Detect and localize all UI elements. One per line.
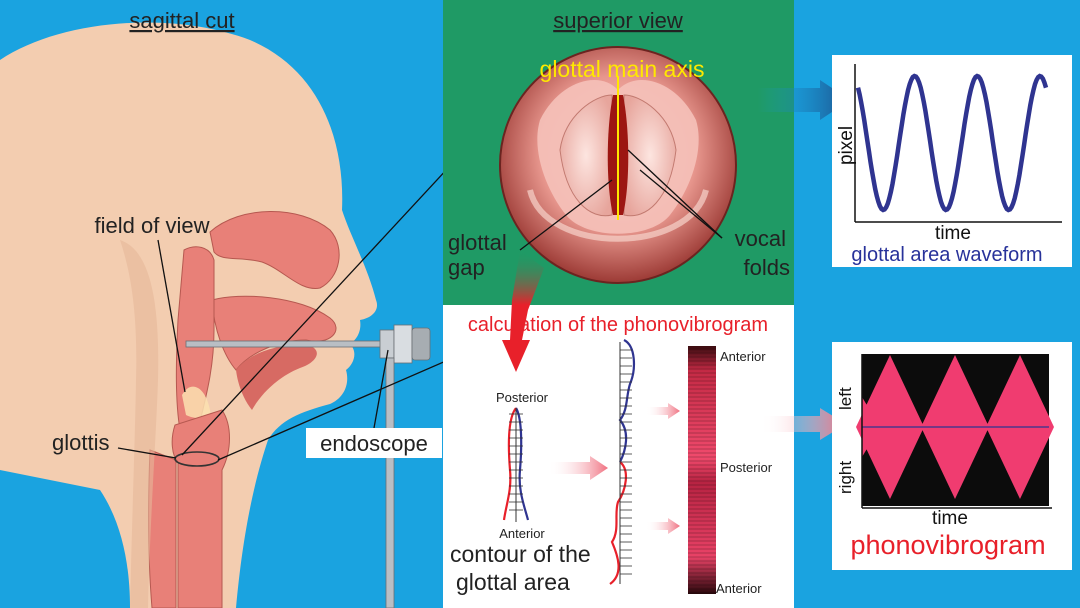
left-vocal-fold: [559, 94, 613, 217]
contour-outline: [502, 407, 530, 522]
vocal-folds-label-2: folds: [744, 255, 790, 280]
gaw-caption: glottal area waveform: [851, 244, 1042, 266]
contour-caption-1: contour of the: [450, 541, 591, 567]
glottal-gap-label-1: glottal: [448, 230, 507, 255]
endoscope-label: endoscope: [320, 431, 428, 456]
larynx-trachea: [171, 409, 230, 608]
pvg-xlabel: time: [932, 508, 968, 529]
calculation-panel: calculation of the phonovibrogram Poster…: [443, 250, 794, 608]
pink-arrow-contour: [548, 456, 608, 480]
superior-panel: superior view glottal main axis glottal …: [443, 0, 794, 305]
red-down-arrow: [502, 250, 544, 372]
sagittal-panel: sagittal cut field of view glottis endos…: [0, 8, 661, 608]
glottis-label: glottis: [52, 430, 109, 455]
gaw-panel: pixel time glottal area waveform: [832, 55, 1072, 267]
anterior-bottom-label: Anterior: [499, 526, 545, 541]
tongue: [236, 345, 317, 410]
pvg-panel: left right time phonovibrogram: [832, 342, 1072, 570]
gaw-waveform: [855, 73, 1049, 213]
epiglottis: [182, 386, 211, 419]
pvg-ylabel-left: left: [836, 387, 855, 410]
superior-title: superior view: [553, 8, 683, 33]
gaw-xlabel: time: [935, 223, 971, 244]
endoscope-label-box: [306, 428, 442, 458]
pink-arrow-lower: [646, 518, 680, 534]
pvg-ylabel-right: right: [836, 461, 855, 494]
gaw-ylabel: pixel: [836, 126, 857, 165]
pink-arrow-upper: [646, 403, 680, 419]
oral-cavity: [211, 295, 337, 371]
endoscope-instrument: [185, 324, 431, 608]
strip-posterior-label: Posterior: [720, 460, 773, 475]
posterior-top-label: Posterior: [496, 390, 549, 405]
calculation-title: calculation of the phonovibrogram: [468, 314, 768, 336]
contour-caption-2: glottal area: [456, 569, 570, 595]
right-vocal-fold: [623, 94, 677, 217]
unrolled-contour: [609, 339, 636, 585]
glottal-gap-label-2: gap: [448, 255, 485, 280]
sagittal-title: sagittal cut: [129, 8, 234, 33]
glottal-main-axis-label: glottal main axis: [540, 56, 705, 82]
nasal-cavity: [209, 211, 340, 289]
field-of-view-label: field of view: [95, 213, 210, 238]
pvg-caption: phonovibrogram: [850, 530, 1045, 560]
blue-arrow-to-gaw: [758, 80, 850, 120]
strip-anterior-top-label: Anterior: [720, 349, 766, 364]
pink-arrow-to-pvg: [760, 408, 846, 440]
strip-anterior-bottom-label: Anterior: [716, 581, 762, 596]
spine-shadow: [120, 240, 159, 608]
vocal-folds-label-1: vocal: [735, 226, 786, 251]
superior-leader-lines: [519, 149, 723, 251]
